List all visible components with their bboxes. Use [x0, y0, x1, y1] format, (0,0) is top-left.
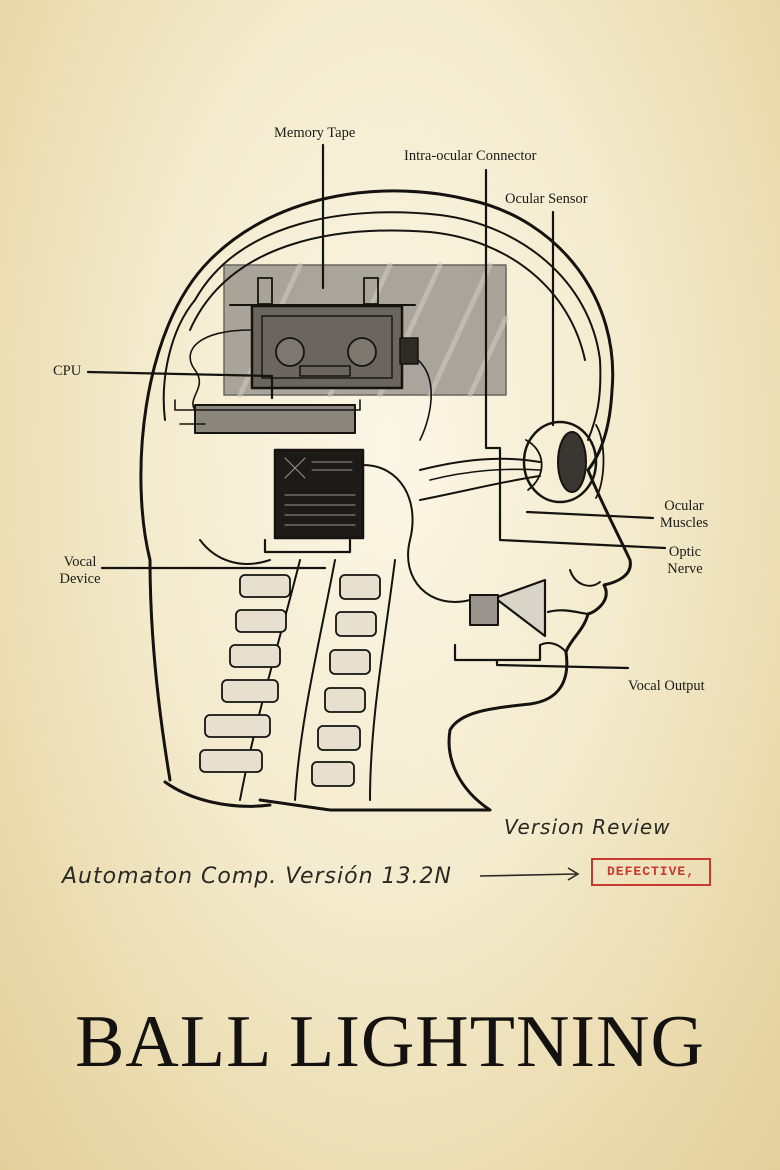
vocal-output-cone — [493, 578, 547, 638]
label-ocular-muscles: Ocular Muscles — [659, 498, 709, 532]
label-cpu: CPU — [53, 363, 82, 379]
label-intra-ocular-connector: Intra-ocular Connector — [404, 148, 537, 164]
label-memory-tape: Memory Tape — [274, 125, 356, 141]
head-outline — [139, 189, 632, 812]
version-review-note: Version Review — [504, 815, 671, 839]
page-title: BALL LIGHTNING — [75, 1001, 705, 1083]
defective-stamp: DEFECTIVE, — [591, 858, 711, 886]
label-vocal-device: Vocal Device — [59, 554, 101, 588]
label-optic-nerve: Optic Nerve — [667, 544, 703, 578]
label-ocular-sensor: Ocular Sensor — [505, 191, 588, 207]
automaton-version-note: Automaton Comp. Versión 13.2N — [62, 864, 452, 889]
arrow-icon — [479, 867, 580, 881]
leader-lines — [86, 143, 667, 670]
vocal-device-box — [273, 448, 365, 540]
label-vocal-output: Vocal Output — [628, 678, 705, 694]
ocular-sensor-eye — [522, 420, 598, 504]
